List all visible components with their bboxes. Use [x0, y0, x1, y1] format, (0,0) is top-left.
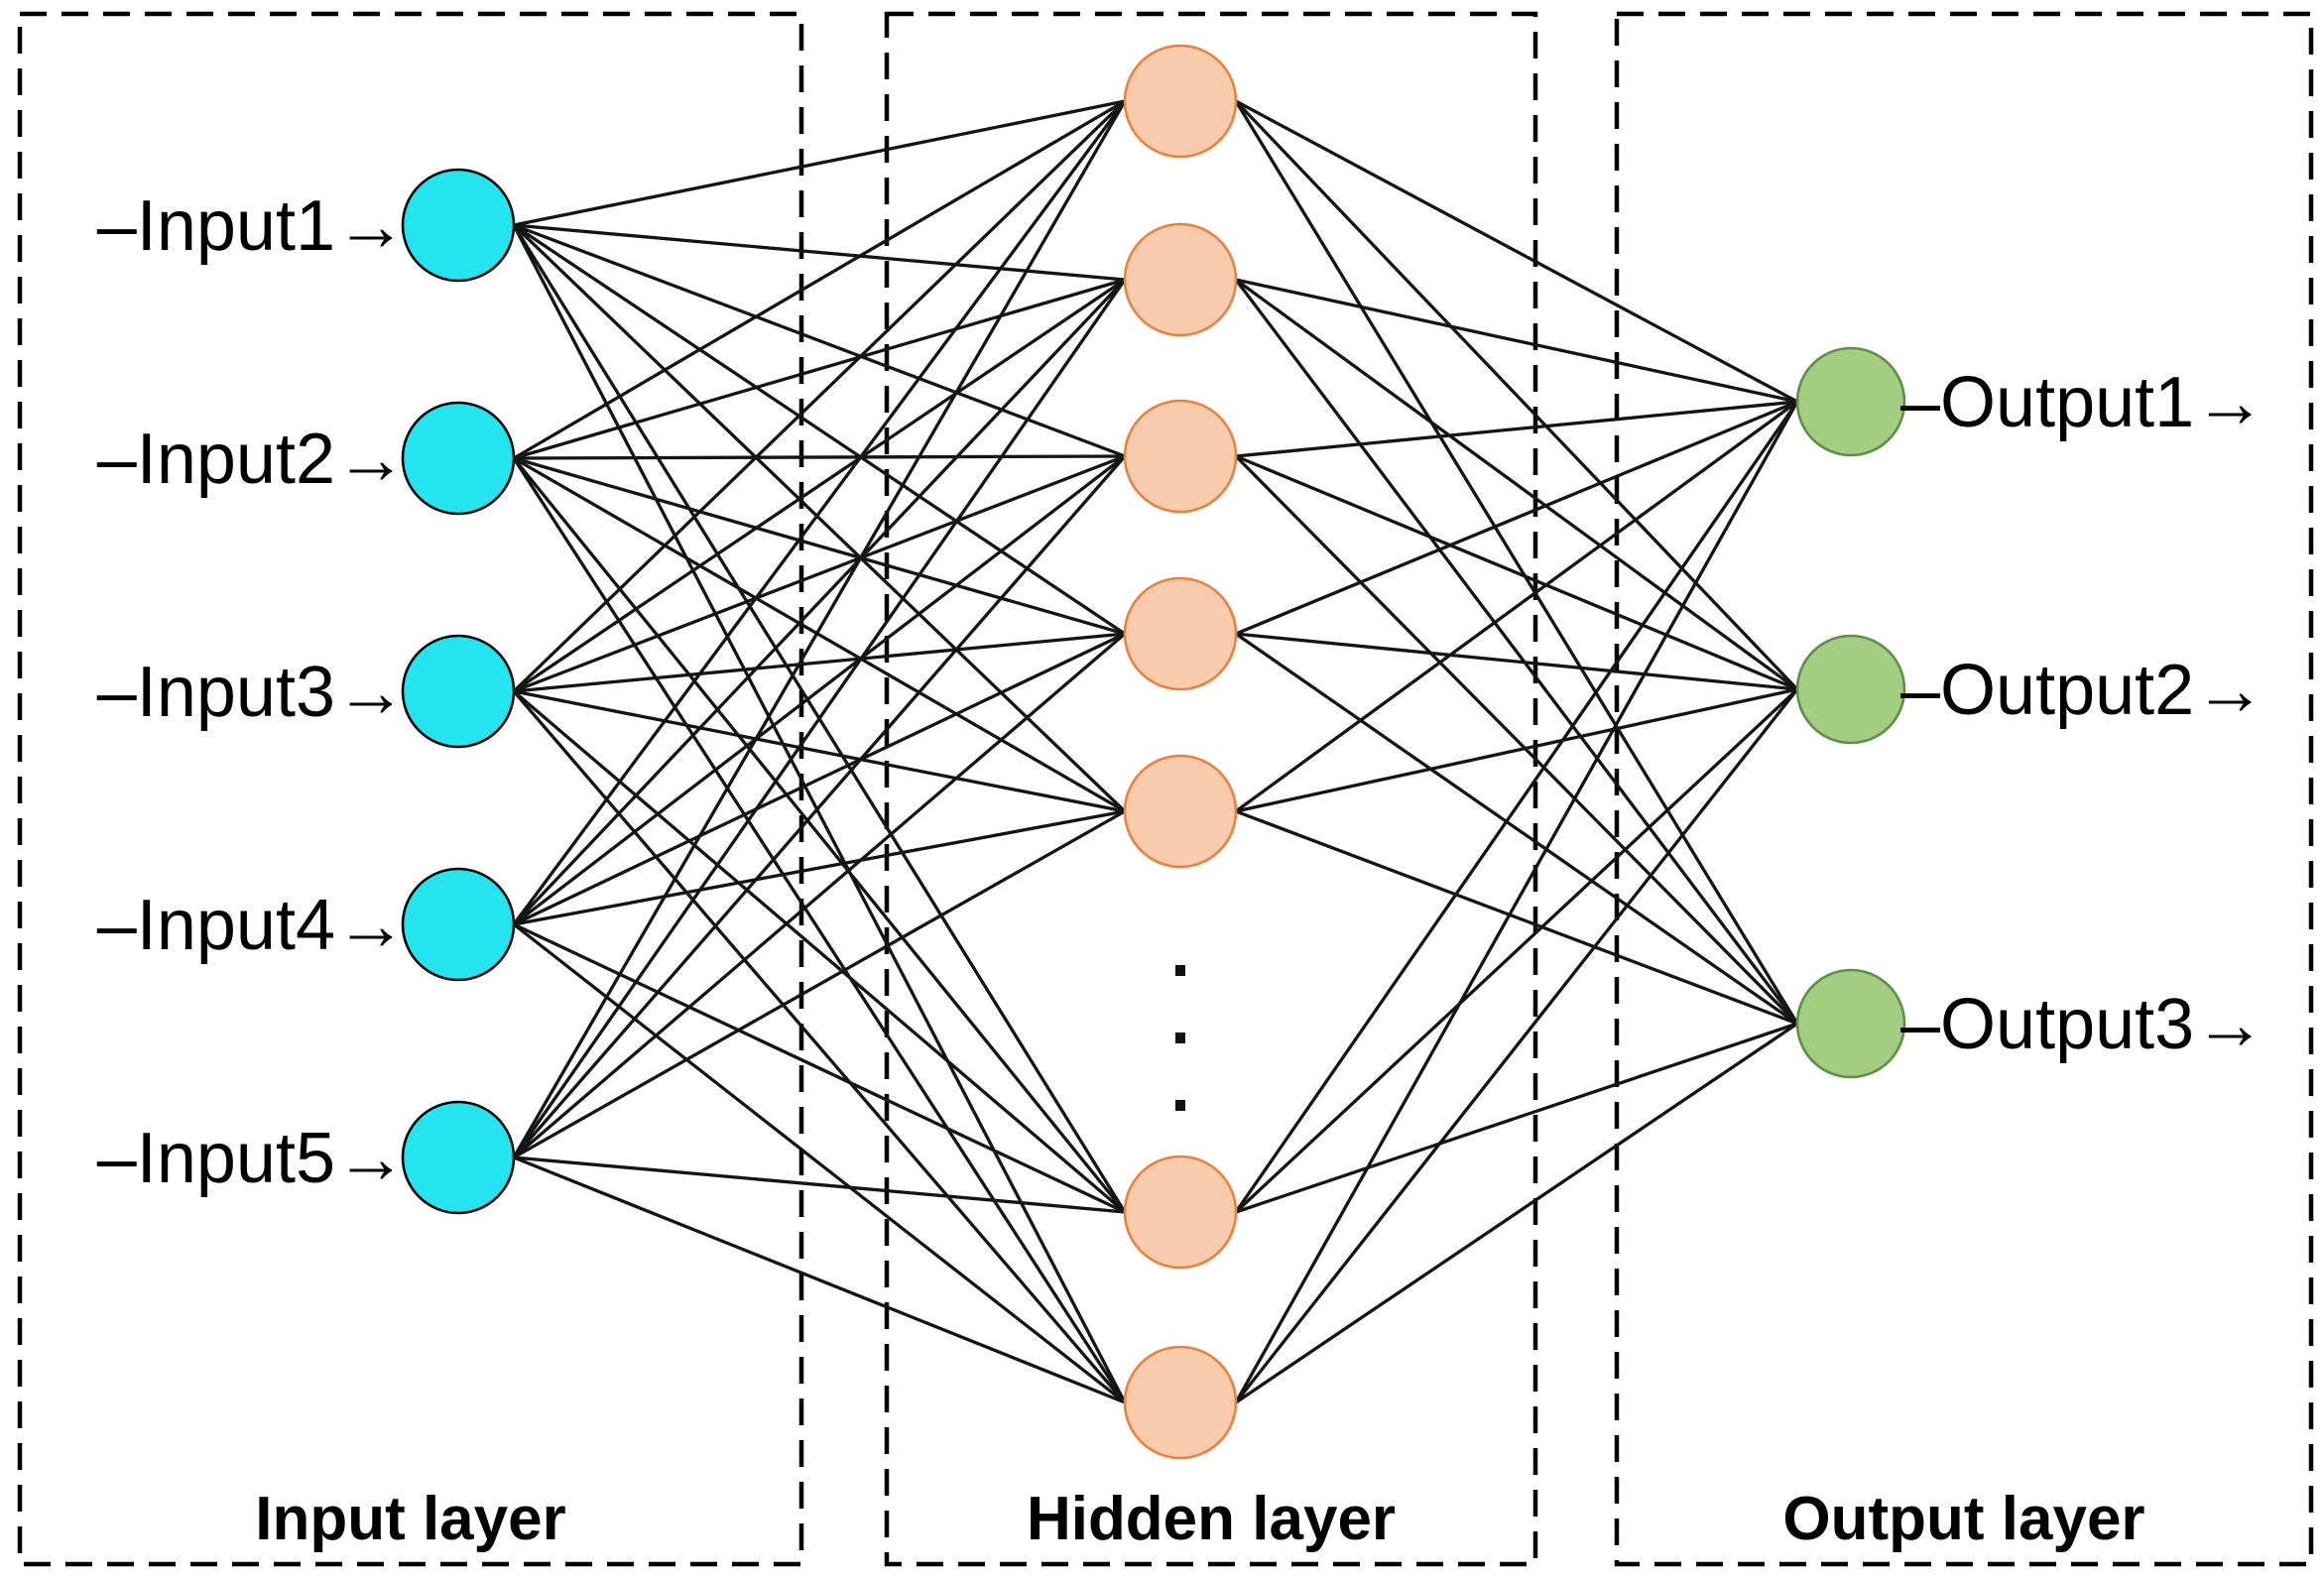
- output-node-label-3: –Output3→: [1900, 985, 2265, 1064]
- hidden-node-5: [1123, 754, 1238, 869]
- hidden-to-output-edge: [1235, 454, 1798, 691]
- hidden-to-output-edge: [1234, 454, 1799, 1026]
- output-node-1: [1795, 346, 1906, 457]
- nodes-group: [401, 44, 1906, 1460]
- input-to-hidden-edge: [513, 454, 1126, 460]
- input-to-hidden-edge: [512, 689, 1127, 1404]
- input-to-hidden-edge: [513, 1155, 1126, 1404]
- input-to-hidden-edge: [513, 278, 1126, 693]
- input-to-hidden-edge: [513, 809, 1126, 1159]
- hidden-to-output-edge: [1234, 401, 1799, 1403]
- labels-group: Input layer –Input1→ –Input2→ –Input3→ –Inpu…: [97, 186, 2265, 1553]
- hidden-ellipsis-dot-2: [1175, 1033, 1185, 1043]
- input-to-hidden-edge: [513, 223, 1126, 458]
- input-to-hidden-edge: [512, 279, 1127, 1158]
- input-to-hidden-edge: [512, 456, 1127, 1214]
- hidden-to-output-edge: [1235, 99, 1798, 404]
- input-to-hidden-edge: [512, 223, 1127, 813]
- input-to-hidden-edge: [512, 689, 1127, 1214]
- hidden-to-output-edge: [1234, 687, 1799, 1404]
- hidden-to-output-edge: [1235, 1022, 1798, 1404]
- hidden-layer-box: [884, 11, 1538, 1567]
- input-to-hidden-edge: [512, 224, 1127, 1403]
- input-node-5: [401, 1100, 516, 1215]
- input-to-hidden-edge: [513, 99, 1126, 460]
- output-node-label-1: –Output1→: [1900, 363, 2265, 442]
- hidden-to-output-edge: [1234, 687, 1799, 1214]
- hidden-node-7: [1123, 1345, 1238, 1460]
- input-node-label-4: –Input4→: [97, 886, 407, 965]
- hidden-to-output-edge: [1235, 632, 1798, 691]
- hidden-node-2: [1123, 222, 1238, 337]
- hidden-to-output-edge: [1235, 632, 1798, 1026]
- input-to-hidden-edge: [512, 454, 1127, 1159]
- input-to-hidden-edge: [513, 278, 1126, 460]
- input-to-hidden-edge: [512, 457, 1127, 1403]
- input-to-hidden-edge: [513, 689, 1126, 813]
- hidden-to-output-edge: [1235, 278, 1798, 404]
- input-to-hidden-edge: [513, 632, 1126, 926]
- output-node-3: [1795, 968, 1906, 1079]
- hidden-node-1: [1123, 44, 1238, 159]
- hidden-to-output-edge: [1235, 400, 1798, 458]
- input-to-hidden-edge: [513, 456, 1126, 813]
- input-to-hidden-edge: [512, 454, 1127, 926]
- hidden-to-output-edge: [1234, 279, 1799, 1025]
- input-node-label-3: –Input3→: [97, 653, 407, 732]
- input-to-hidden-edge: [512, 278, 1127, 926]
- input-node-3: [401, 634, 516, 749]
- hidden-node-3: [1123, 399, 1238, 514]
- input-to-hidden-edge: [513, 632, 1126, 693]
- input-to-hidden-edge: [512, 100, 1127, 1158]
- input-to-hidden-edge: [512, 100, 1127, 925]
- hidden-to-output-edge: [1235, 400, 1798, 813]
- input-to-hidden-edge: [512, 99, 1127, 693]
- input-to-hidden-edge: [513, 454, 1126, 693]
- hidden-to-output-edge: [1234, 401, 1799, 1213]
- input-node-label-2: –Input2→: [97, 420, 407, 499]
- input-to-hidden-edge: [513, 99, 1126, 227]
- input-to-hidden-edge: [513, 223, 1126, 282]
- hidden-to-output-edge: [1235, 400, 1798, 636]
- input-to-hidden-edge: [513, 922, 1126, 1214]
- hidden-to-output-edge: [1235, 809, 1798, 1026]
- input-layer-title: Input layer: [255, 1485, 566, 1553]
- input-node-label-1: –Input1→: [97, 186, 407, 266]
- edges-group: [512, 99, 1799, 1404]
- input-to-hidden-edge: [513, 1155, 1126, 1214]
- input-node-label-5: –Input5→: [97, 1119, 407, 1198]
- input-to-hidden-edge: [513, 809, 1126, 926]
- hidden-to-output-edge: [1234, 99, 1799, 691]
- output-node-label-2: –Output2→: [1900, 651, 2265, 730]
- input-node-2: [401, 401, 516, 516]
- input-to-hidden-edge: [513, 223, 1126, 636]
- hidden-to-output-edge: [1235, 1022, 1798, 1214]
- hidden-ellipsis-dot-3: [1175, 1100, 1185, 1111]
- hidden-layer-title: Hidden layer: [1027, 1485, 1396, 1553]
- output-node-2: [1795, 634, 1906, 745]
- output-layer-box: [1614, 11, 2314, 1567]
- hidden-to-output-edge: [1234, 100, 1799, 1025]
- hidden-to-output-edge: [1235, 278, 1798, 691]
- hidden-to-output-edge: [1235, 687, 1798, 813]
- hidden-node-6: [1123, 1155, 1238, 1270]
- input-to-hidden-edge: [513, 456, 1126, 636]
- output-layer-title: Output layer: [1782, 1485, 2144, 1553]
- input-to-hidden-edge: [512, 632, 1127, 1159]
- input-node-4: [401, 867, 516, 982]
- hidden-ellipsis-dot-1: [1175, 965, 1185, 976]
- hidden-node-4: [1123, 576, 1238, 691]
- input-to-hidden-edge: [512, 922, 1127, 1404]
- input-node-1: [401, 168, 516, 283]
